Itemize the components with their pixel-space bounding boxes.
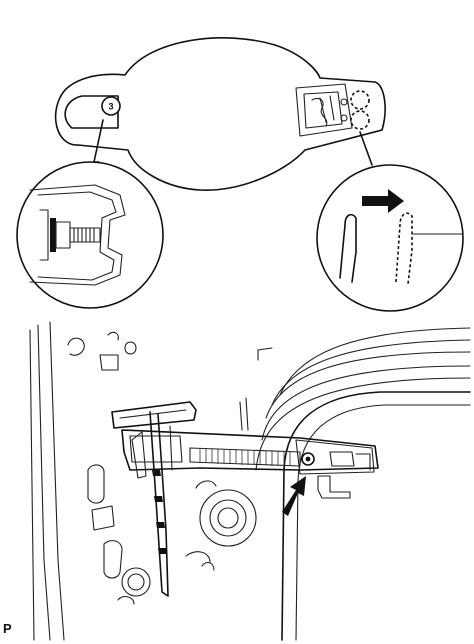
- window-opening-edge: [281, 391, 471, 641]
- handle-rod: [189, 447, 301, 467]
- detail-circle-left: [16, 161, 164, 309]
- door-handle-assembly: [111, 401, 379, 597]
- handle-assembly-top-view: [54, 37, 386, 191]
- latch-after: [395, 212, 413, 285]
- leader-line-right: [359, 131, 373, 166]
- callout-number-3: 3: [101, 96, 121, 116]
- latch-before: [339, 213, 357, 283]
- figure-corner-label: P: [3, 621, 12, 636]
- lock-mechanism: [295, 83, 353, 137]
- screw-pointer-arrow-icon: [282, 476, 306, 516]
- grip-loop: [64, 95, 119, 129]
- slide-arrow-icon: [362, 189, 404, 213]
- dashed-highlight-upper: [350, 90, 370, 110]
- clip-nut: [50, 218, 56, 252]
- callout-circle: [101, 96, 121, 116]
- door-panel-view: [29, 321, 471, 641]
- callout-number: 3: [108, 102, 113, 112]
- handle-cover-outline: [54, 37, 386, 191]
- hanging-strap: [149, 411, 169, 597]
- speaker-boss: [195, 480, 257, 547]
- leader-line-left: [93, 119, 104, 163]
- detail-circle-right: [316, 164, 464, 312]
- dashed-highlight-lower: [350, 110, 370, 130]
